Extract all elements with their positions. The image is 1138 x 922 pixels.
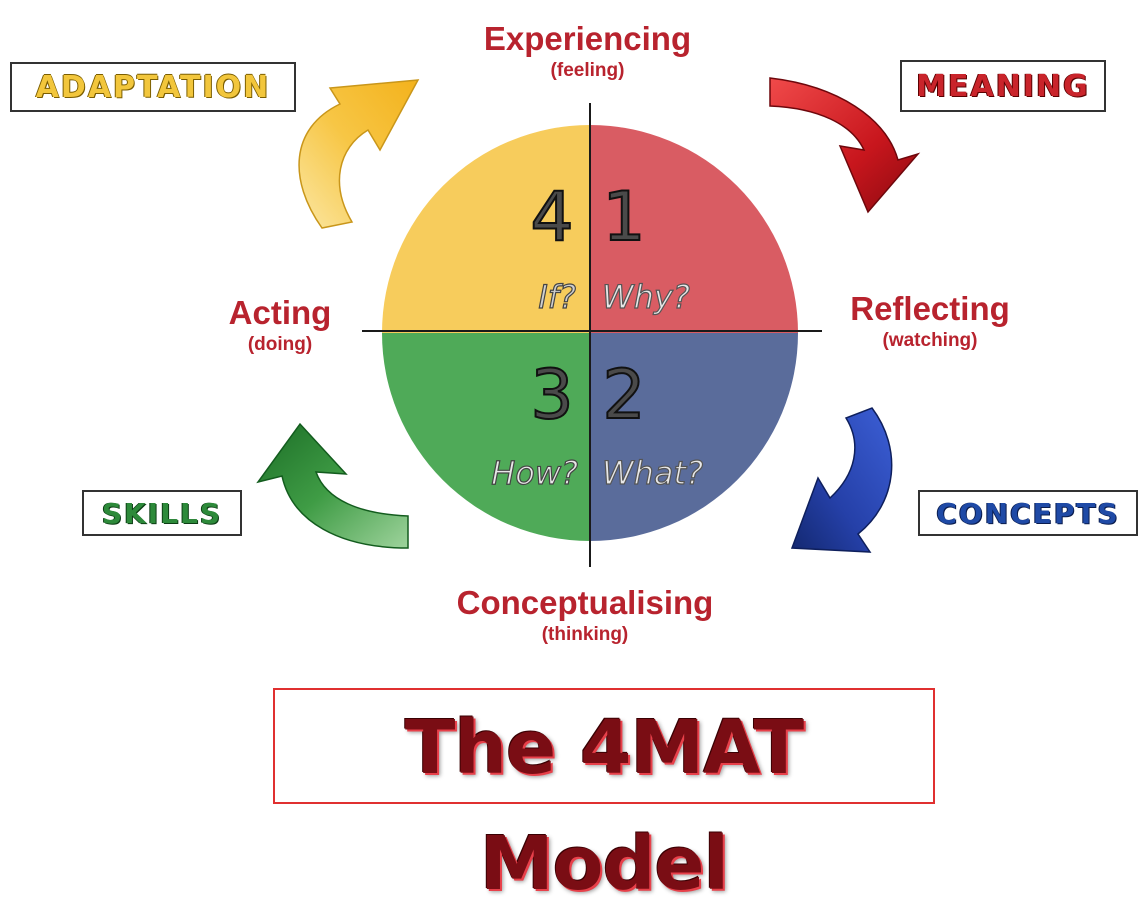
quadrant-3-slice	[382, 333, 590, 541]
quadrant-4-question: If?	[538, 278, 576, 316]
quadrant-2-question: What?	[602, 454, 703, 492]
axis-bottom-sub: (thinking)	[541, 624, 629, 645]
title-box: The 4MAT Model	[273, 688, 935, 907]
quadrant-4-slice	[382, 125, 590, 333]
quadrant-1-slice	[590, 125, 798, 333]
axis-label-left: Acting (doing)	[205, 296, 355, 354]
axis-left-sub: (doing)	[247, 334, 313, 355]
axis-top-main: Experiencing	[483, 20, 692, 57]
quadrant-3-question: How?	[491, 454, 578, 492]
quadrant-3-number: 3	[530, 356, 573, 435]
axis-bottom-main: Conceptualising	[456, 584, 714, 621]
diagram-canvas: 4 1 3 2 If? Why? How? What?	[256, 77, 921, 567]
skills-arrow	[256, 422, 409, 549]
page-title: The 4MAT Model	[404, 705, 804, 907]
axis-label-bottom: Conceptualising (thinking)	[425, 586, 745, 644]
quadrant-1-question: Why?	[602, 278, 690, 316]
quadrant-1-number: 1	[602, 178, 645, 257]
adaptation-arrow	[298, 79, 420, 229]
meaning-arrow	[769, 77, 921, 214]
axis-right-sub: (watching)	[882, 330, 978, 351]
meaning-label: MEANING	[900, 60, 1106, 112]
concepts-label: CONCEPTS	[918, 490, 1138, 536]
axis-right-main: Reflecting	[850, 290, 1010, 327]
concepts-arrow	[790, 407, 893, 553]
quadrant-2-slice	[590, 333, 798, 541]
quadrant-2-number: 2	[602, 356, 645, 435]
adaptation-label: ADAPTATION	[10, 62, 296, 112]
axis-top-sub: (feeling)	[550, 60, 625, 81]
axis-left-main: Acting	[228, 294, 332, 331]
axis-label-right: Reflecting (watching)	[835, 292, 1025, 350]
quadrant-4-number: 4	[530, 178, 573, 257]
axis-label-top: Experiencing (feeling)	[450, 22, 725, 80]
skills-label: SKILLS	[82, 490, 242, 536]
